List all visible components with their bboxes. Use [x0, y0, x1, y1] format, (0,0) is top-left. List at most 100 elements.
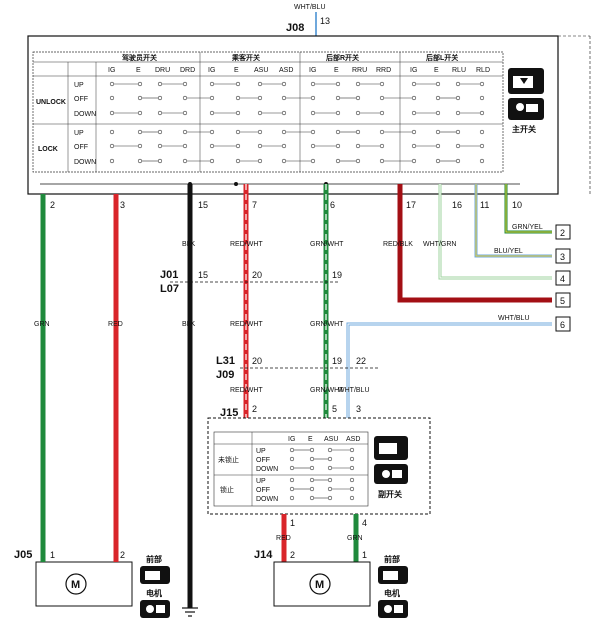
switch-contact [209, 129, 215, 135]
sub-passenger-icon [374, 464, 408, 484]
motor-right-symbol: M [315, 579, 324, 591]
svg-text:RRD: RRD [376, 67, 391, 74]
switch-contact [335, 95, 341, 101]
switch-contact [182, 110, 188, 116]
switch-contact [411, 158, 417, 164]
switch-contact [157, 81, 163, 87]
svg-text:ASD: ASD [346, 436, 360, 443]
svg-text:2: 2 [50, 200, 55, 210]
svg-text:17: 17 [406, 200, 416, 210]
switch-contact [281, 143, 287, 149]
svg-text:OFF: OFF [256, 487, 270, 494]
switch-contact [281, 95, 287, 101]
group-header-driver: 驾驶员开关 [121, 53, 157, 62]
switch-contact [182, 158, 188, 164]
switch-contact [137, 129, 143, 135]
switch-contact [479, 110, 485, 116]
switch-contact [349, 486, 355, 492]
switch-contact [235, 81, 241, 87]
switch-contact [435, 95, 441, 101]
sub-out-pin-4: 4 [362, 518, 367, 528]
switch-contact [235, 95, 241, 101]
connector-j15: J15 [220, 407, 238, 419]
svg-text:RRU: RRU [352, 67, 367, 74]
svg-text:6: 6 [330, 200, 335, 210]
sub-out-pin-1: 1 [290, 518, 295, 528]
joint-a-pin-rw: 20 [252, 270, 262, 280]
top-wire-label: WHT/BLU [294, 4, 326, 11]
joint-a-pin-gw: 19 [332, 270, 342, 280]
switch-contact [309, 486, 315, 492]
switch-contact [455, 143, 461, 149]
switch-contact [411, 95, 417, 101]
switch-contact [137, 95, 143, 101]
switch-contact [109, 110, 115, 116]
svg-text:6: 6 [560, 320, 565, 330]
switch-contact [335, 129, 341, 135]
main-switch-table [32, 51, 504, 173]
switch-contact [349, 477, 355, 483]
switch-contact [355, 110, 361, 116]
sub-wire-label-grn: GRN [347, 535, 363, 542]
connector-j08: J08 [286, 22, 304, 34]
svg-text:E: E [136, 67, 141, 74]
sub-wire-label-red: RED [276, 535, 291, 542]
switch-contact [109, 81, 115, 87]
switch-contact [257, 143, 263, 149]
wire-bluyel-11 [474, 184, 552, 258]
svg-text:E: E [334, 67, 339, 74]
svg-text:11: 11 [480, 200, 489, 210]
motor-left-pin-1: 1 [50, 550, 55, 560]
switch-contact [309, 477, 315, 483]
switch-contact [209, 95, 215, 101]
motor-right-title: 前部 [384, 554, 400, 564]
wire-label-red-3: RED [108, 321, 123, 328]
switch-contact [479, 81, 485, 87]
switch-contact [379, 110, 385, 116]
switch-contact [257, 158, 263, 164]
svg-text:UP: UP [256, 448, 266, 455]
wire-label-redwht-c: RED/WHT [230, 387, 263, 394]
svg-text:RLU: RLU [452, 67, 466, 74]
wire-label-bluyel: BLU/YEL [494, 248, 523, 255]
motor-left-subtitle: 电机 [146, 588, 162, 598]
switch-contact [335, 158, 341, 164]
joint-a-pin-blk: 15 [198, 270, 208, 280]
switch-contact [349, 495, 355, 501]
motor-right-person-icon [378, 600, 408, 618]
switch-contact [137, 143, 143, 149]
group-header-rear-left: 后部L开关 [426, 53, 458, 62]
switch-contact [257, 129, 263, 135]
switch-contact [435, 81, 441, 87]
wire-label-grnyel: GRN/YEL [512, 224, 543, 231]
switch-contact [310, 158, 316, 164]
switch-contact [310, 110, 316, 116]
switch-contact [235, 158, 241, 164]
svg-text:15: 15 [198, 200, 208, 210]
switch-contact [309, 456, 315, 462]
svg-text:E: E [434, 67, 439, 74]
connector-j14: J14 [254, 549, 273, 561]
switch-contact [455, 81, 461, 87]
svg-text:UP: UP [256, 478, 266, 485]
switch-contact [411, 110, 417, 116]
output-connectors: 2 3 4 5 6 [555, 224, 571, 332]
switch-contact [209, 143, 215, 149]
switch-contact [355, 81, 361, 87]
row-label-unlock: UNLOCK [36, 99, 66, 106]
motor-left-symbol: M [71, 579, 80, 591]
wire-label-redwht-a: RED/WHT [230, 241, 263, 248]
svg-text:DOWN: DOWN [74, 111, 96, 118]
wire-redblk-17 [397, 184, 552, 303]
connector-j09: J09 [216, 369, 234, 381]
switch-contact [281, 158, 287, 164]
switch-contact [309, 495, 315, 501]
svg-text:OFF: OFF [74, 96, 88, 103]
sub-switch-table [213, 431, 369, 507]
switch-contact [435, 129, 441, 135]
motor-right-box [273, 561, 371, 607]
top-pin: 13 [320, 16, 330, 26]
switch-contact [310, 81, 316, 87]
svg-text:7: 7 [252, 200, 257, 210]
joint-b-pin-gw: 19 [332, 356, 342, 366]
